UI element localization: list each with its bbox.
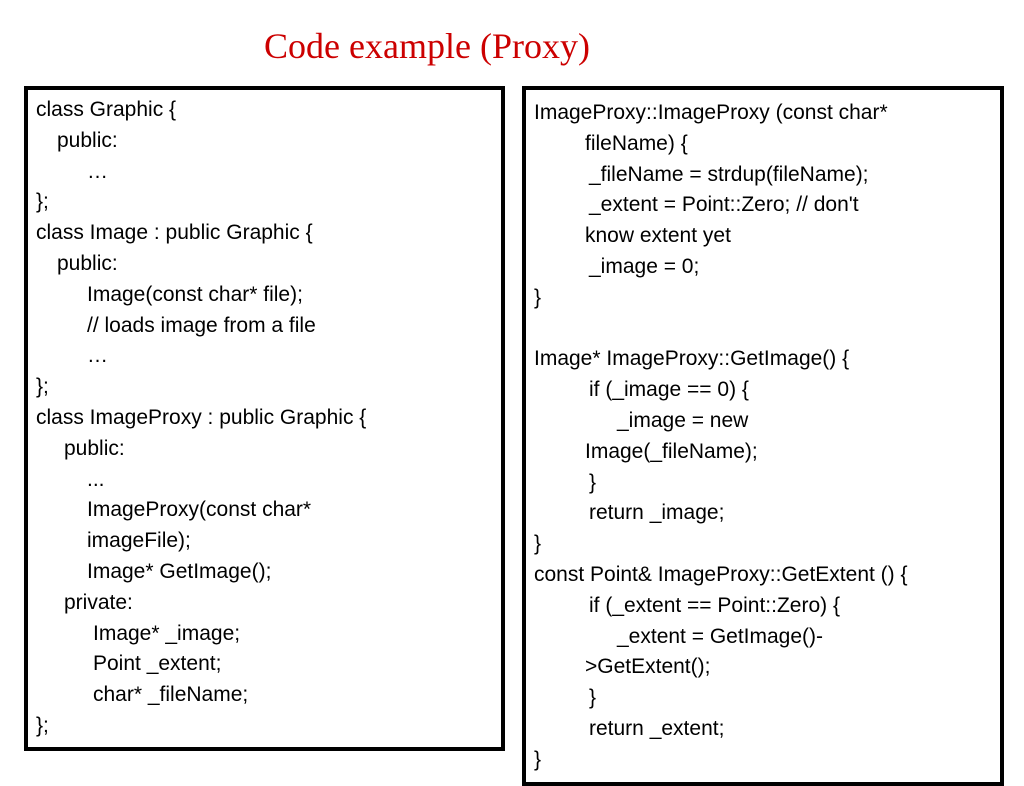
code-line: public:: [64, 436, 125, 460]
code-line: Image* ImageProxy::GetImage() {: [534, 347, 850, 371]
code-line: _extent = Point::Zero; // don't: [589, 193, 859, 217]
code-line: imageFile);: [87, 529, 191, 553]
code-line: class Image : public Graphic {: [36, 221, 313, 245]
code-line: Image(const char* file);: [87, 282, 303, 306]
code-line: class ImageProxy : public Graphic {: [36, 406, 367, 429]
slide-title: Code example (Proxy): [264, 26, 590, 66]
code-line: if (_extent == Point::Zero) {: [589, 593, 840, 617]
code-line: if (_image == 0) {: [589, 378, 749, 402]
code-line: …: [87, 159, 108, 183]
class-declarations-code-box: class Graphic { public: …}; class Image : p…: [24, 86, 505, 751]
code-line: ...: [87, 467, 105, 491]
code-line: return _extent;: [589, 717, 725, 740]
code-line: return _image;: [589, 501, 725, 525]
code-line: // loads image from a file: [87, 313, 316, 337]
code-line: …: [87, 344, 108, 368]
code-line: };: [36, 190, 49, 214]
code-line: }: [589, 686, 597, 710]
code-line: fileName) {: [585, 131, 688, 155]
code-line: }: [534, 285, 542, 309]
method-definitions-code-box: ImageProxy::ImageProxy (const char*fileN…: [522, 86, 1004, 786]
code-line: }: [534, 747, 542, 771]
code-line: ImageProxy::ImageProxy (const char*: [534, 101, 888, 124]
code-line: Image(_fileName);: [585, 439, 758, 463]
code-line: know extent yet: [585, 224, 731, 248]
code-line: };: [36, 375, 49, 399]
code-line: ImageProxy(const char*: [87, 498, 312, 522]
code-line: };: [36, 714, 49, 737]
code-line: }: [534, 532, 542, 556]
code-line: Image* _image;: [93, 621, 241, 645]
code-line: Image* GetImage();: [87, 560, 272, 583]
code-line: _fileName = strdup(fileName);: [589, 162, 869, 186]
code-line: public:: [57, 252, 118, 275]
code-line: >GetExtent();: [585, 655, 711, 679]
code-line: }: [589, 470, 597, 494]
code-line: Point _extent;: [93, 652, 222, 676]
code-line: _image = new: [617, 409, 749, 432]
code-line: _extent = GetImage()-: [617, 624, 824, 648]
code-line: _image = 0;: [589, 255, 700, 278]
code-line: private:: [64, 590, 133, 614]
code-line: class Graphic {: [36, 98, 177, 121]
code-line: const Point& ImageProxy::GetExtent () {: [534, 563, 908, 586]
code-line: char* _fileName;: [93, 683, 249, 707]
code-line: public:: [57, 128, 118, 152]
